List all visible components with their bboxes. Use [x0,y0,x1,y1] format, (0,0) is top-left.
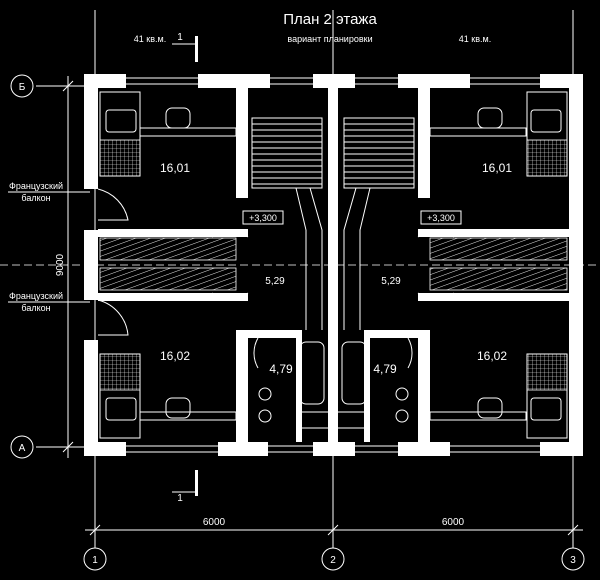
dim-width-left: 6000 [203,517,226,528]
axis-marker-3: 3 [561,547,585,571]
svg-text:А: А [19,443,26,454]
plan-title: План 2 этажа [283,11,377,28]
wardrobes [99,237,568,291]
room-area-bed-bottom-right: 16,02 [477,349,507,363]
area-right-label: 41 кв.м. [459,34,491,44]
level-mark-right: +3,300 [420,210,462,225]
svg-text:3: 3 [570,555,576,566]
room-area-bath-left: 4,79 [269,362,293,376]
svg-text:1: 1 [177,493,183,504]
svg-text:1: 1 [92,555,98,566]
doors [97,188,455,369]
balcony-label-top-line2: балкон [21,193,50,203]
svg-text:+3,300: +3,300 [249,213,277,223]
windows [126,77,540,453]
stairs [251,117,415,330]
balcony-label-top-line1: Французский [9,181,63,191]
room-area-bath-right: 4,79 [373,362,397,376]
svg-text:2: 2 [330,555,336,566]
dim-width-right: 6000 [442,517,465,528]
exterior-walls [84,74,583,456]
plan-subtitle: вариант планировки [287,34,372,44]
svg-text:+3,300: +3,300 [427,213,455,223]
svg-text:1: 1 [177,32,183,43]
section-mark-bottom: 1 [172,470,198,504]
area-left-label: 41 кв.м. [134,34,166,44]
room-area-hall-left: 5,29 [265,276,285,287]
desks [139,107,527,421]
room-area-hall-right: 5,29 [381,276,401,287]
room-area-bed-top-right: 16,01 [482,161,512,175]
balcony-label-bottom-line1: Французский [9,291,63,301]
room-area-bed-top-left: 16,01 [160,161,190,175]
interior-walls [98,88,569,442]
axis-marker-2: 2 [321,547,345,571]
section-mark-top: 1 [172,32,198,62]
axis-marker-a: А [10,435,34,459]
balcony-label-bottom-line2: балкон [21,303,50,313]
svg-text:Б: Б [19,82,26,93]
axis-marker-1: 1 [83,547,107,571]
dim-height: 9000 [55,253,66,276]
axis-marker-b: Б [10,74,34,98]
bath-fixtures [258,341,409,429]
level-mark-left: +3,300 [242,210,284,225]
room-area-bed-bottom-left: 16,02 [160,349,190,363]
